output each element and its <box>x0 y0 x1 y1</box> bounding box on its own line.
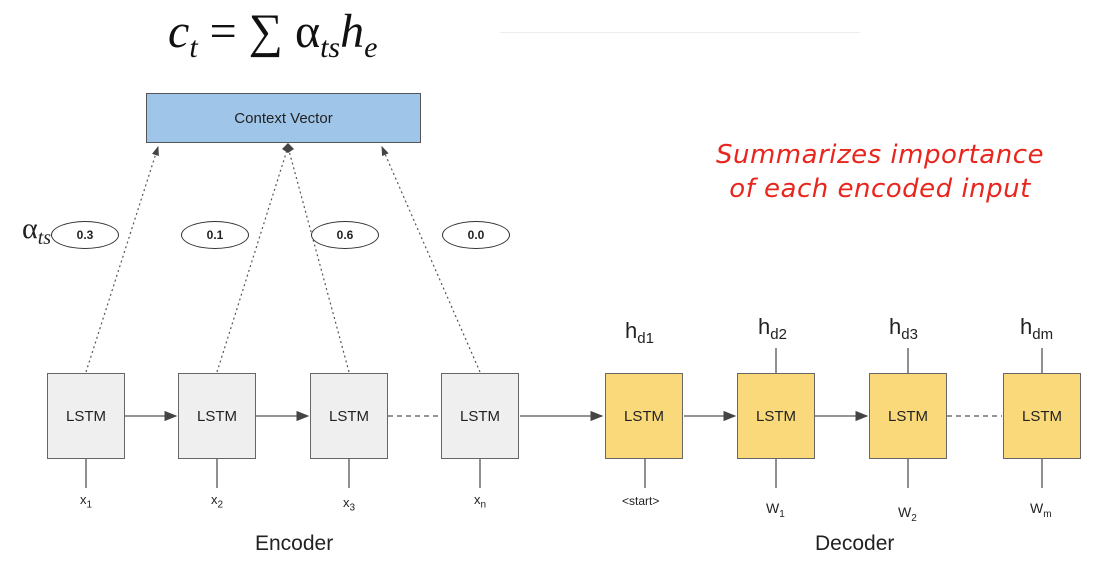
weight-ellipse-2: 0.1 <box>181 221 249 249</box>
encoder-input-1: x1 <box>80 492 93 511</box>
weight-ellipse-1: 0.3 <box>51 221 119 249</box>
encoder-lstm-1: LSTM <box>47 373 125 459</box>
decoder-lstm-4: LSTM <box>1003 373 1081 459</box>
decoder-input-2: W2 <box>898 504 917 524</box>
decoder-hidden-1: hd1 <box>625 318 654 347</box>
decoder-hidden-m: hdm <box>1020 314 1054 343</box>
merge-diamond-icon <box>282 143 294 153</box>
attention-lines <box>85 145 481 373</box>
encoder-lstm-4: LSTM <box>441 373 519 459</box>
annotation-line-2: of each encoded input <box>729 174 1031 204</box>
decoder-hidden-3: hd3 <box>889 314 918 343</box>
encoder-lstm-3: LSTM <box>310 373 388 459</box>
context-vector-box: Context Vector <box>146 93 421 143</box>
encoder-input-3: x3 <box>343 495 356 514</box>
context-formula: ct = ∑ αtshe <box>168 5 378 64</box>
weight-ellipse-3: 0.6 <box>311 221 379 249</box>
decoder-input-start: <start> <box>622 494 660 508</box>
annotation-note: Summarizes importance of each encoded in… <box>700 138 1060 206</box>
decoder-lstm-1: LSTM <box>605 373 683 459</box>
encoder-input-2: x2 <box>211 492 224 511</box>
encoder-lstm-2: LSTM <box>178 373 256 459</box>
faint-divider <box>500 32 860 33</box>
decoder-input-m: Wm <box>1030 500 1052 520</box>
decoder-hidden-2: hd2 <box>758 314 787 343</box>
decoder-section-label: Decoder <box>815 532 895 555</box>
decoder-input-1: W1 <box>766 500 785 520</box>
decoder-lstm-3: LSTM <box>869 373 947 459</box>
weight-ellipse-4: 0.0 <box>442 221 510 249</box>
encoder-input-n: xn <box>474 492 487 511</box>
annotation-line-1: Summarizes importance <box>716 140 1044 170</box>
alpha-label: αts <box>22 212 52 249</box>
context-vector-label: Context Vector <box>234 109 333 127</box>
decoder-lstm-2: LSTM <box>737 373 815 459</box>
encoder-section-label: Encoder <box>255 532 334 555</box>
